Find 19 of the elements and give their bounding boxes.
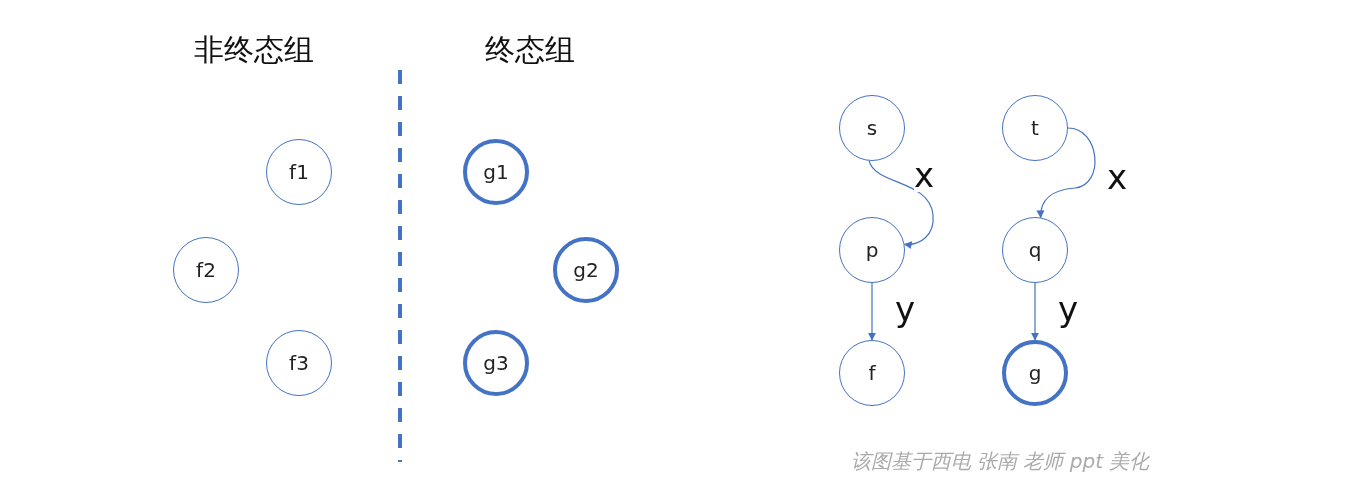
arrow xyxy=(1036,127,1096,219)
state-label: s xyxy=(866,118,878,138)
state-label: p xyxy=(865,240,879,260)
state-label: q xyxy=(1028,240,1042,260)
credit-note: 该图基于西电 张南 老师 ppt 美化 xyxy=(850,447,1150,475)
state-label: g1 xyxy=(483,162,509,182)
group-heading: 终态组 xyxy=(485,30,575,69)
arrow xyxy=(1031,282,1039,341)
arrow xyxy=(868,282,876,341)
state-label: g xyxy=(1028,363,1042,383)
arrow xyxy=(868,160,934,249)
state-label: f3 xyxy=(289,353,309,373)
state-label: f xyxy=(868,363,876,383)
state-label: f2 xyxy=(196,260,216,280)
group-heading: 非终态组 xyxy=(194,30,314,69)
state-label: g2 xyxy=(573,260,599,280)
state-label: t xyxy=(1031,118,1039,138)
state-label: g3 xyxy=(483,353,509,373)
state-label: f1 xyxy=(289,162,309,182)
